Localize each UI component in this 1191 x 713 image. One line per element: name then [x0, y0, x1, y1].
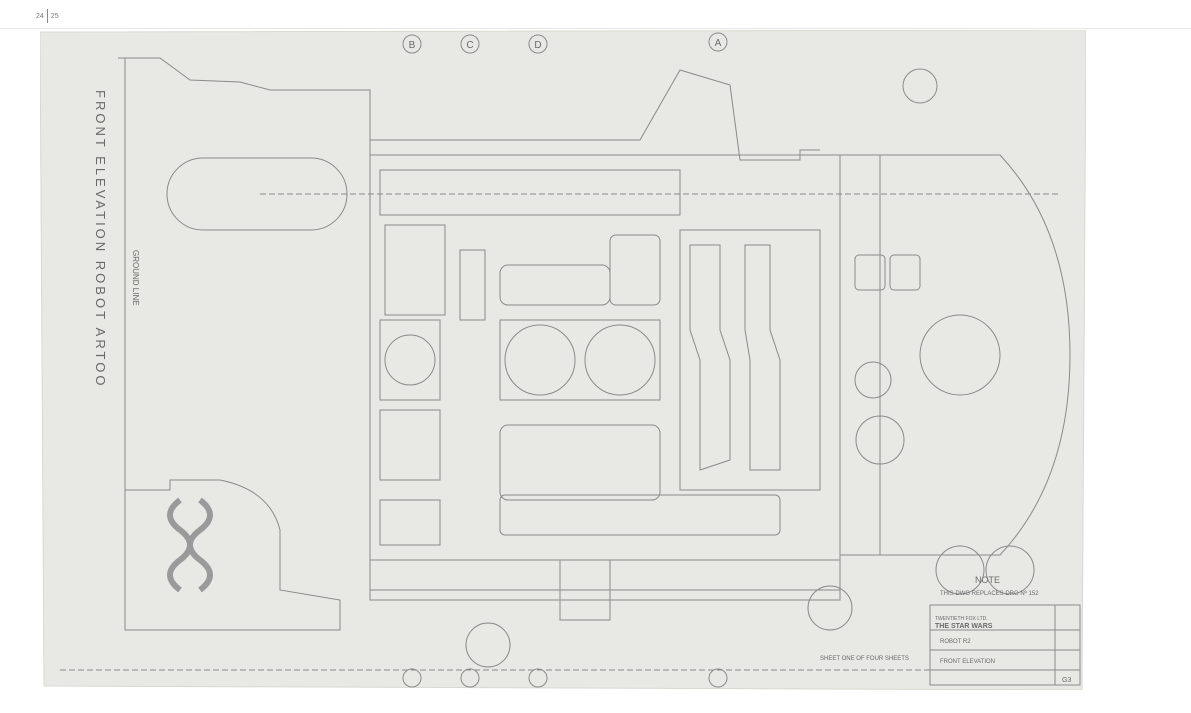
- ground-line-label: GROUND LINE: [131, 250, 140, 306]
- note-text: THIS DWG REPLACES DRG Nº 152: [940, 590, 1039, 597]
- sheet-text: SHEET ONE OF FOUR SHEETS: [820, 656, 909, 662]
- title-details: FRONT ELEVATION: [940, 659, 995, 665]
- note-title: NOTE: [975, 575, 1000, 585]
- side-title: FRONT ELEVATION ROBOT ARTOO: [93, 90, 108, 388]
- title-set: ROBOT R2: [940, 639, 971, 645]
- drawing-number: G3: [1062, 677, 1071, 684]
- section-marker-a-top: A: [715, 38, 722, 49]
- blueprint-image: B C D A FRONT ELEVATION ROBOT ARTOO GROU…: [39, 29, 1087, 691]
- title-film: THE STAR WARS: [935, 623, 993, 630]
- blueprint-drawing: B C D A FRONT ELEVATION ROBOT ARTOO GROU…: [39, 29, 1087, 691]
- page-right-number: 25: [50, 12, 59, 20]
- section-marker-d-top: D: [534, 40, 541, 51]
- section-marker-c-top: C: [466, 40, 473, 51]
- section-marker-b-top: B: [409, 40, 416, 51]
- page-divider: [46, 9, 48, 23]
- page-indicator[interactable]: 24 25: [36, 9, 59, 23]
- viewer-toolbar: 24 25: [0, 0, 1191, 29]
- page-left-number: 24: [36, 12, 44, 20]
- title-company: TWENTIETH FOX LTD.: [935, 616, 988, 622]
